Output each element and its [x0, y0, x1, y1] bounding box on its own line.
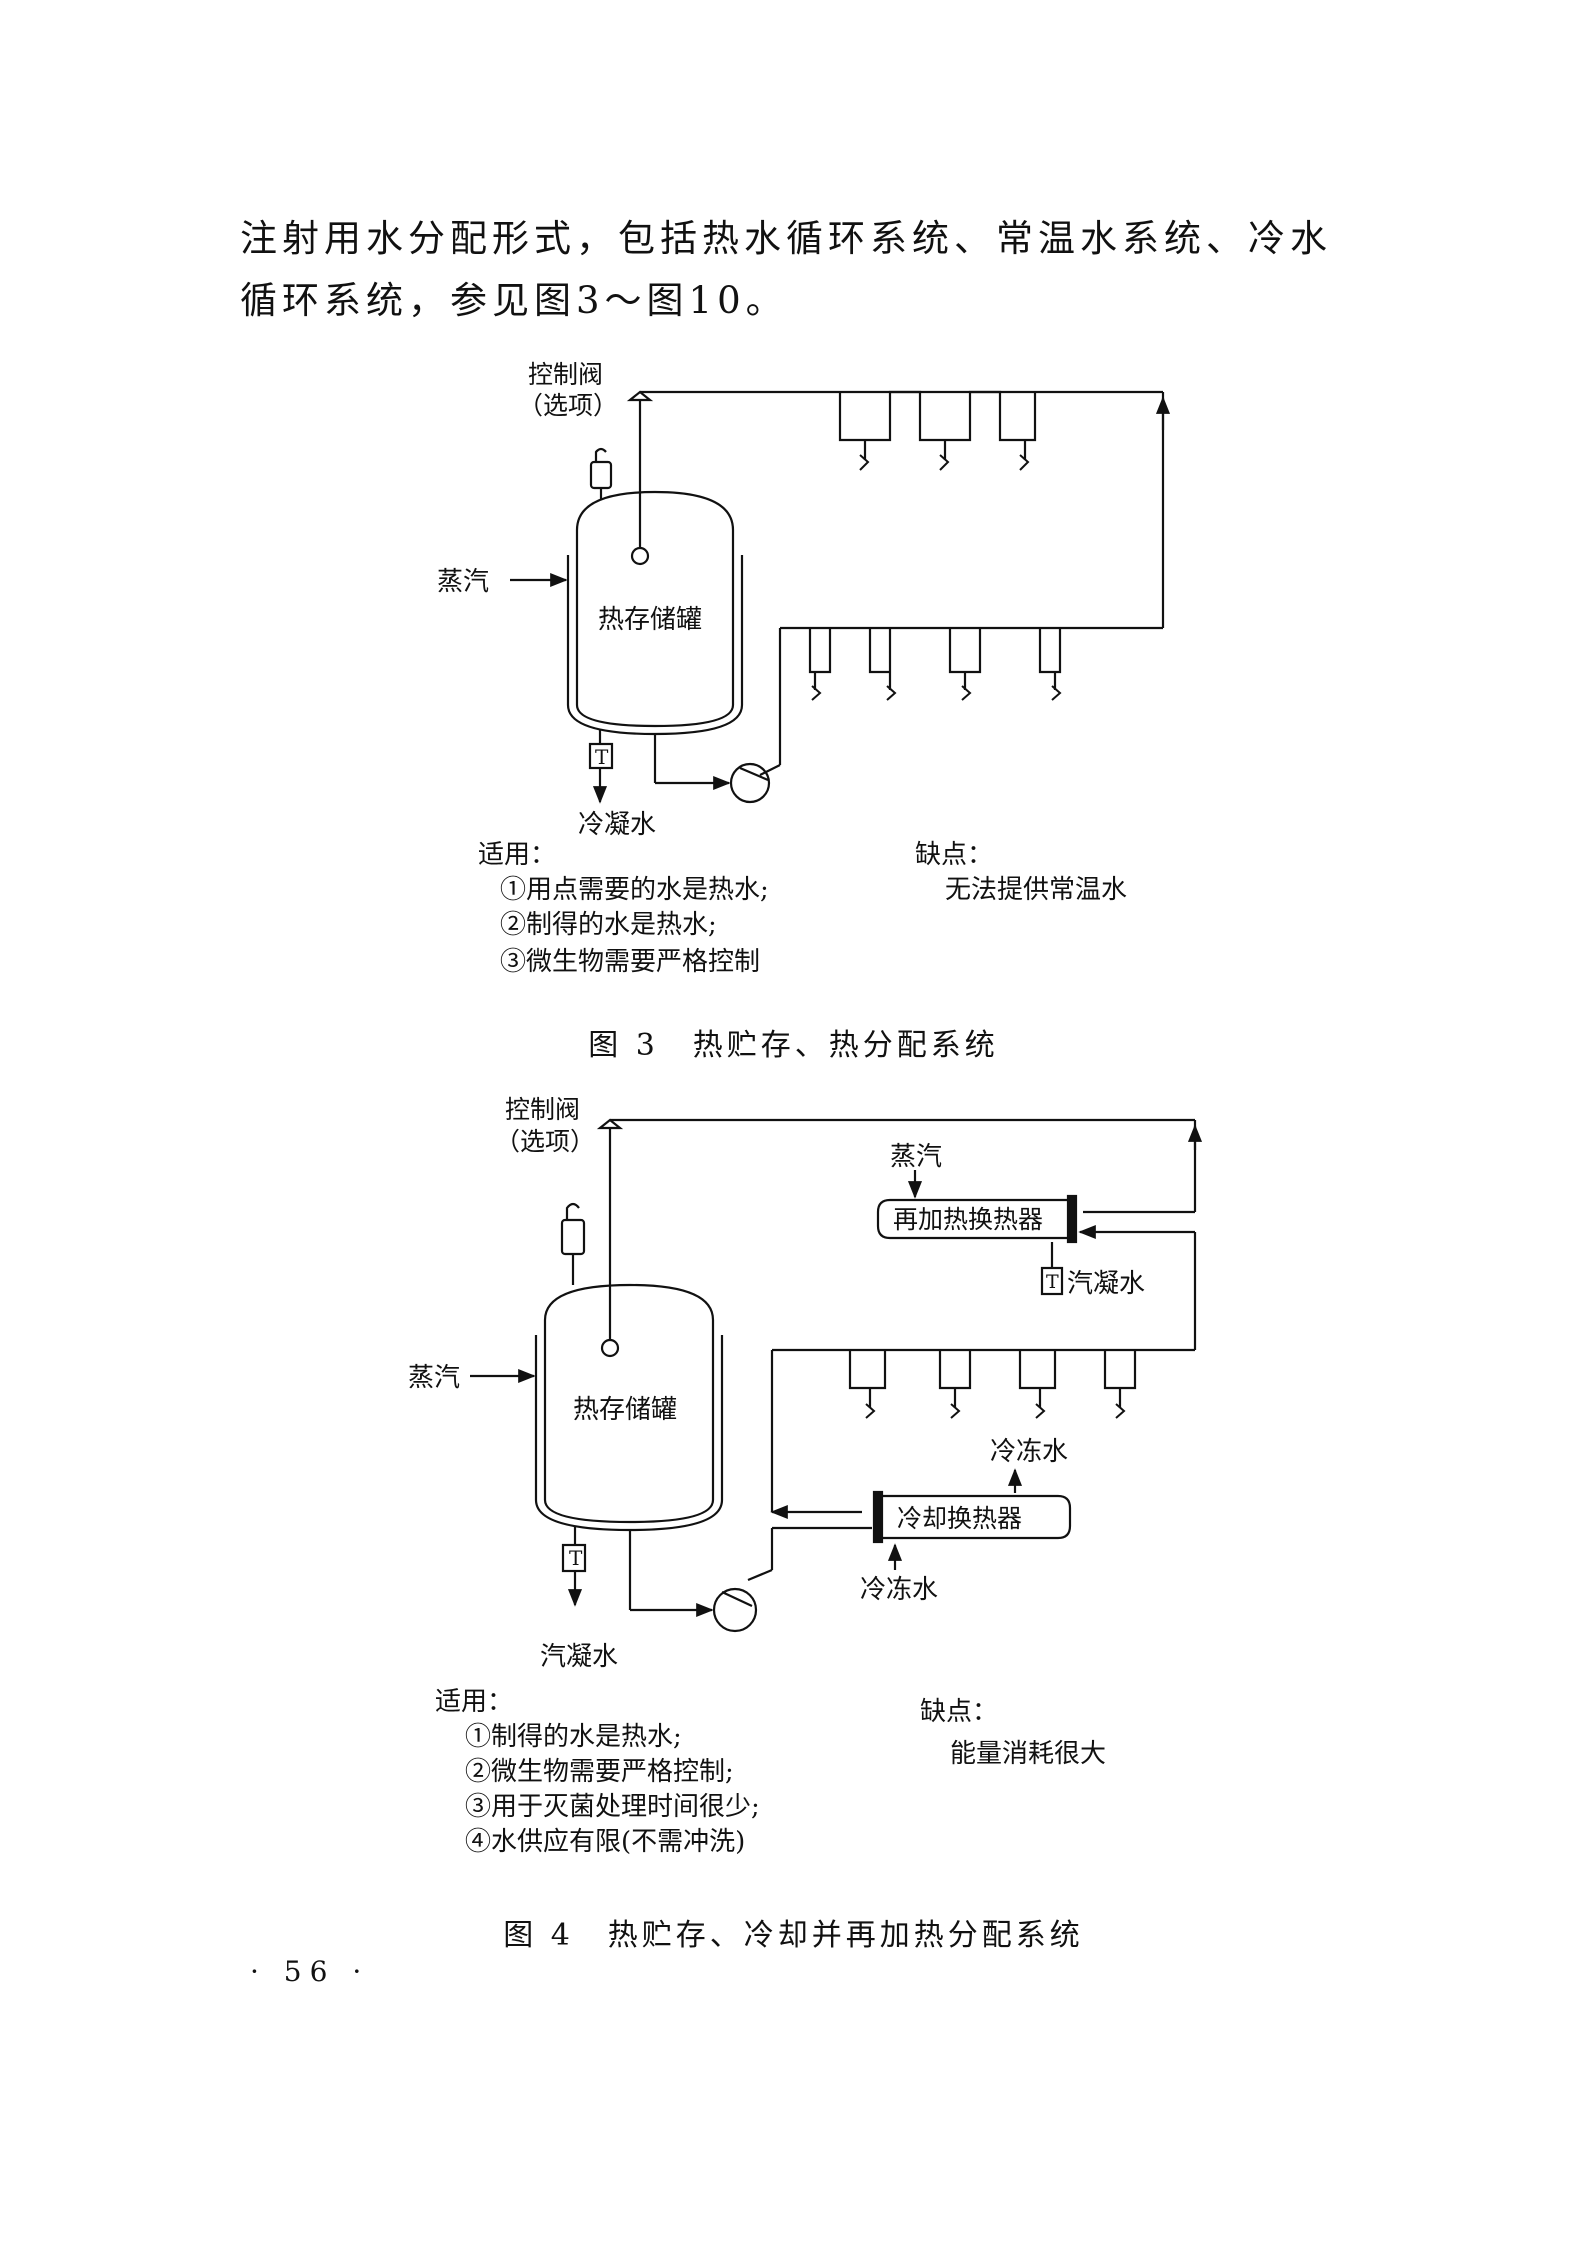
- figure-3-caption: 图 3 热贮存、热分配系统: [588, 1028, 999, 1063]
- fig4-tank-body: [543, 1283, 715, 1524]
- figure-4-diagram: 控制阀 （选项） 蒸汽 热存储罐 T 汽凝水 蒸汽 再加热换热器 T 汽凝水 冷…: [408, 1095, 1203, 1857]
- fig4-applicable-item-4: ④水供应有限(不需冲洗): [465, 1827, 745, 1857]
- fig3-level-indicator: [589, 460, 613, 490]
- fig3-tank-body: [575, 490, 735, 728]
- fig4-control-valve-label: 控制阀: [505, 1095, 580, 1124]
- fig3-applicable-item-2: ②制得的水是热水;: [500, 910, 717, 940]
- fig4-control-valve: [596, 1118, 624, 1130]
- fig4-tank-jacket: [534, 1335, 724, 1532]
- fig3-control-valve-label: 控制阀: [528, 360, 603, 389]
- fig4-applicable-item-1: ①制得的水是热水;: [465, 1722, 682, 1752]
- fig3-applicable-title: 适用：: [478, 840, 556, 870]
- fig4-chilled-water-out-label: 冷冻水: [990, 1437, 1068, 1467]
- fig3-trap-label: T: [595, 745, 609, 769]
- fig4-trap-label: T: [569, 1546, 583, 1570]
- fig4-tank-label: 热存储罐: [573, 1395, 677, 1425]
- fig4-steam-label: 蒸汽: [408, 1363, 460, 1393]
- fig4-drawback-text: 能量消耗很大: [950, 1739, 1106, 1769]
- figure-4: 控制阀 （选项） 蒸汽 热存储罐 T 汽凝水 蒸汽 再加热换热器 T 汽凝水 冷…: [0, 1090, 1587, 1874]
- fig3-control-valve: [626, 390, 654, 402]
- fig4-reheat-exchanger-label: 再加热换热器: [893, 1205, 1043, 1234]
- fig3-tank-label: 热存储罐: [598, 605, 702, 635]
- fig4-cooling-exchanger-label: 冷却换热器: [897, 1504, 1022, 1533]
- fig4-condensate-label: 汽凝水: [540, 1642, 618, 1672]
- fig4-pump: [712, 1587, 758, 1633]
- fig4-reheat-steam-label: 蒸汽: [890, 1142, 942, 1172]
- fig4-chilled-water-in-label: 冷冻水: [860, 1575, 938, 1605]
- fig4-applicable-title: 适用：: [435, 1687, 513, 1717]
- fig3-tank-jacket: [566, 555, 744, 736]
- fig4-cooling-exchanger: [882, 1494, 1072, 1540]
- figure-4-caption: 图 4 热贮存、冷却并再加热分配系统: [503, 1918, 1084, 1953]
- fig4-dip-tube-end: [600, 1338, 620, 1358]
- fig4-optional-label: （选项）: [495, 1127, 595, 1156]
- fig3-applicable-item-1: ①用点需要的水是热水;: [500, 875, 769, 905]
- figure-3-diagram: 控制阀 （选项） 蒸汽 热存储罐 T 冷凝水 适用： ①用点需要的水是热水; ②…: [437, 360, 1171, 977]
- fig4-reheat-exchanger: [876, 1198, 1068, 1240]
- fig4-level-indicator: [560, 1218, 586, 1256]
- fig4-reheat-flange: [1066, 1194, 1078, 1244]
- intro-paragraph: 注射用水分配形式，包括热水循环系统、常温水系统、冷水循环系统，参见图3～图10。: [240, 217, 1332, 322]
- fig3-optional-label: （选项）: [518, 391, 618, 420]
- fig4-drawback-title: 缺点：: [920, 1697, 998, 1727]
- fig3-steam-label: 蒸汽: [437, 567, 489, 597]
- fig4-applicable-item-2: ②微生物需要严格控制;: [465, 1757, 734, 1787]
- fig3-drawback-text: 无法提供常温水: [945, 875, 1127, 905]
- fig3-condensate-label: 冷凝水: [578, 810, 656, 840]
- figure-3: 控制阀 （选项） 蒸汽 热存储罐 T 冷凝水 适用： ①用点需要的水是热水; ②…: [0, 340, 1587, 1044]
- fig3-pump: [729, 762, 771, 804]
- fig3-applicable-item-3: ③微生物需要严格控制: [500, 947, 760, 977]
- fig4-reheat-trap-label: T: [1046, 1271, 1059, 1293]
- fig4-applicable-item-3: ③用于灭菌处理时间很少;: [465, 1792, 760, 1822]
- fig4-reheat-steam-trap: [1040, 1266, 1064, 1296]
- fig4-cooling-flange: [872, 1490, 884, 1544]
- fig3-drawback-title: 缺点：: [915, 840, 993, 870]
- fig3-dip-tube-end: [630, 546, 650, 566]
- page-number: · 56 ·: [250, 1955, 370, 1988]
- fig4-reheat-condensate-label: 汽凝水: [1067, 1269, 1145, 1299]
